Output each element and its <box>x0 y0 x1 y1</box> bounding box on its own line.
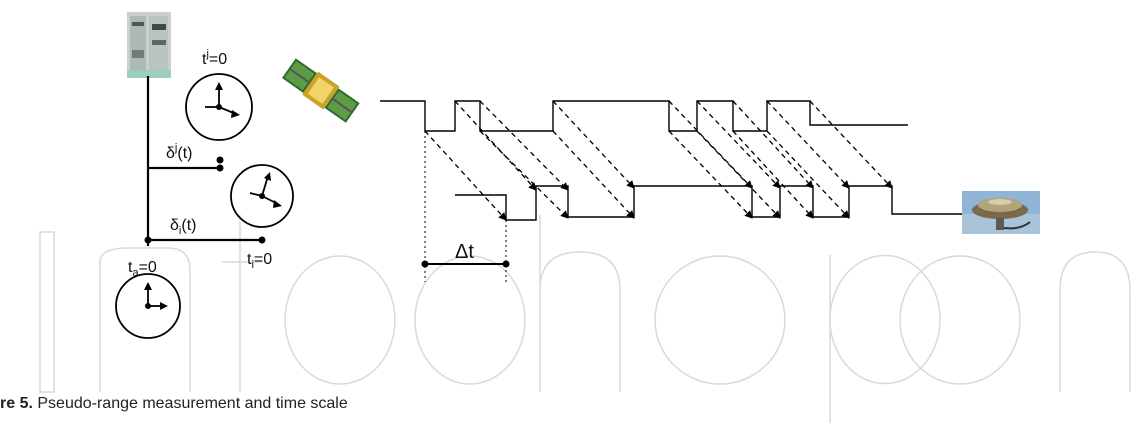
label-delta-j: δj(t) <box>166 142 192 162</box>
satellite-signal-trace <box>380 100 908 132</box>
label-ta-zero: ta=0 <box>128 259 157 279</box>
figure-caption: re 5. Pseudo-range measurement and time … <box>0 395 348 413</box>
label-tj-zero: tj=0 <box>202 48 227 68</box>
atomic-clock-cabinet-photo <box>127 12 171 78</box>
receiver-signal-trace <box>455 185 962 221</box>
clock-icon <box>215 82 240 118</box>
clock-icon <box>259 172 282 208</box>
clock-tree-nodes <box>144 156 266 244</box>
label-delta-t: Δt <box>455 241 474 263</box>
delta-t-measurement <box>424 131 507 282</box>
figure-caption-label: re 5. <box>0 395 33 412</box>
label-delta-i: δi(t) <box>170 217 196 237</box>
label-ti-zero: ti=0 <box>247 251 272 271</box>
propagation-arrows <box>424 100 893 221</box>
figure-caption-text: Pseudo-range measurement and time scale <box>32 395 348 412</box>
watermark-logo <box>39 215 1131 423</box>
gps-antenna-photo <box>962 191 1040 234</box>
clock-icon <box>144 282 168 310</box>
satellite-photo <box>281 58 360 123</box>
delta-t-endpoints <box>421 260 510 268</box>
